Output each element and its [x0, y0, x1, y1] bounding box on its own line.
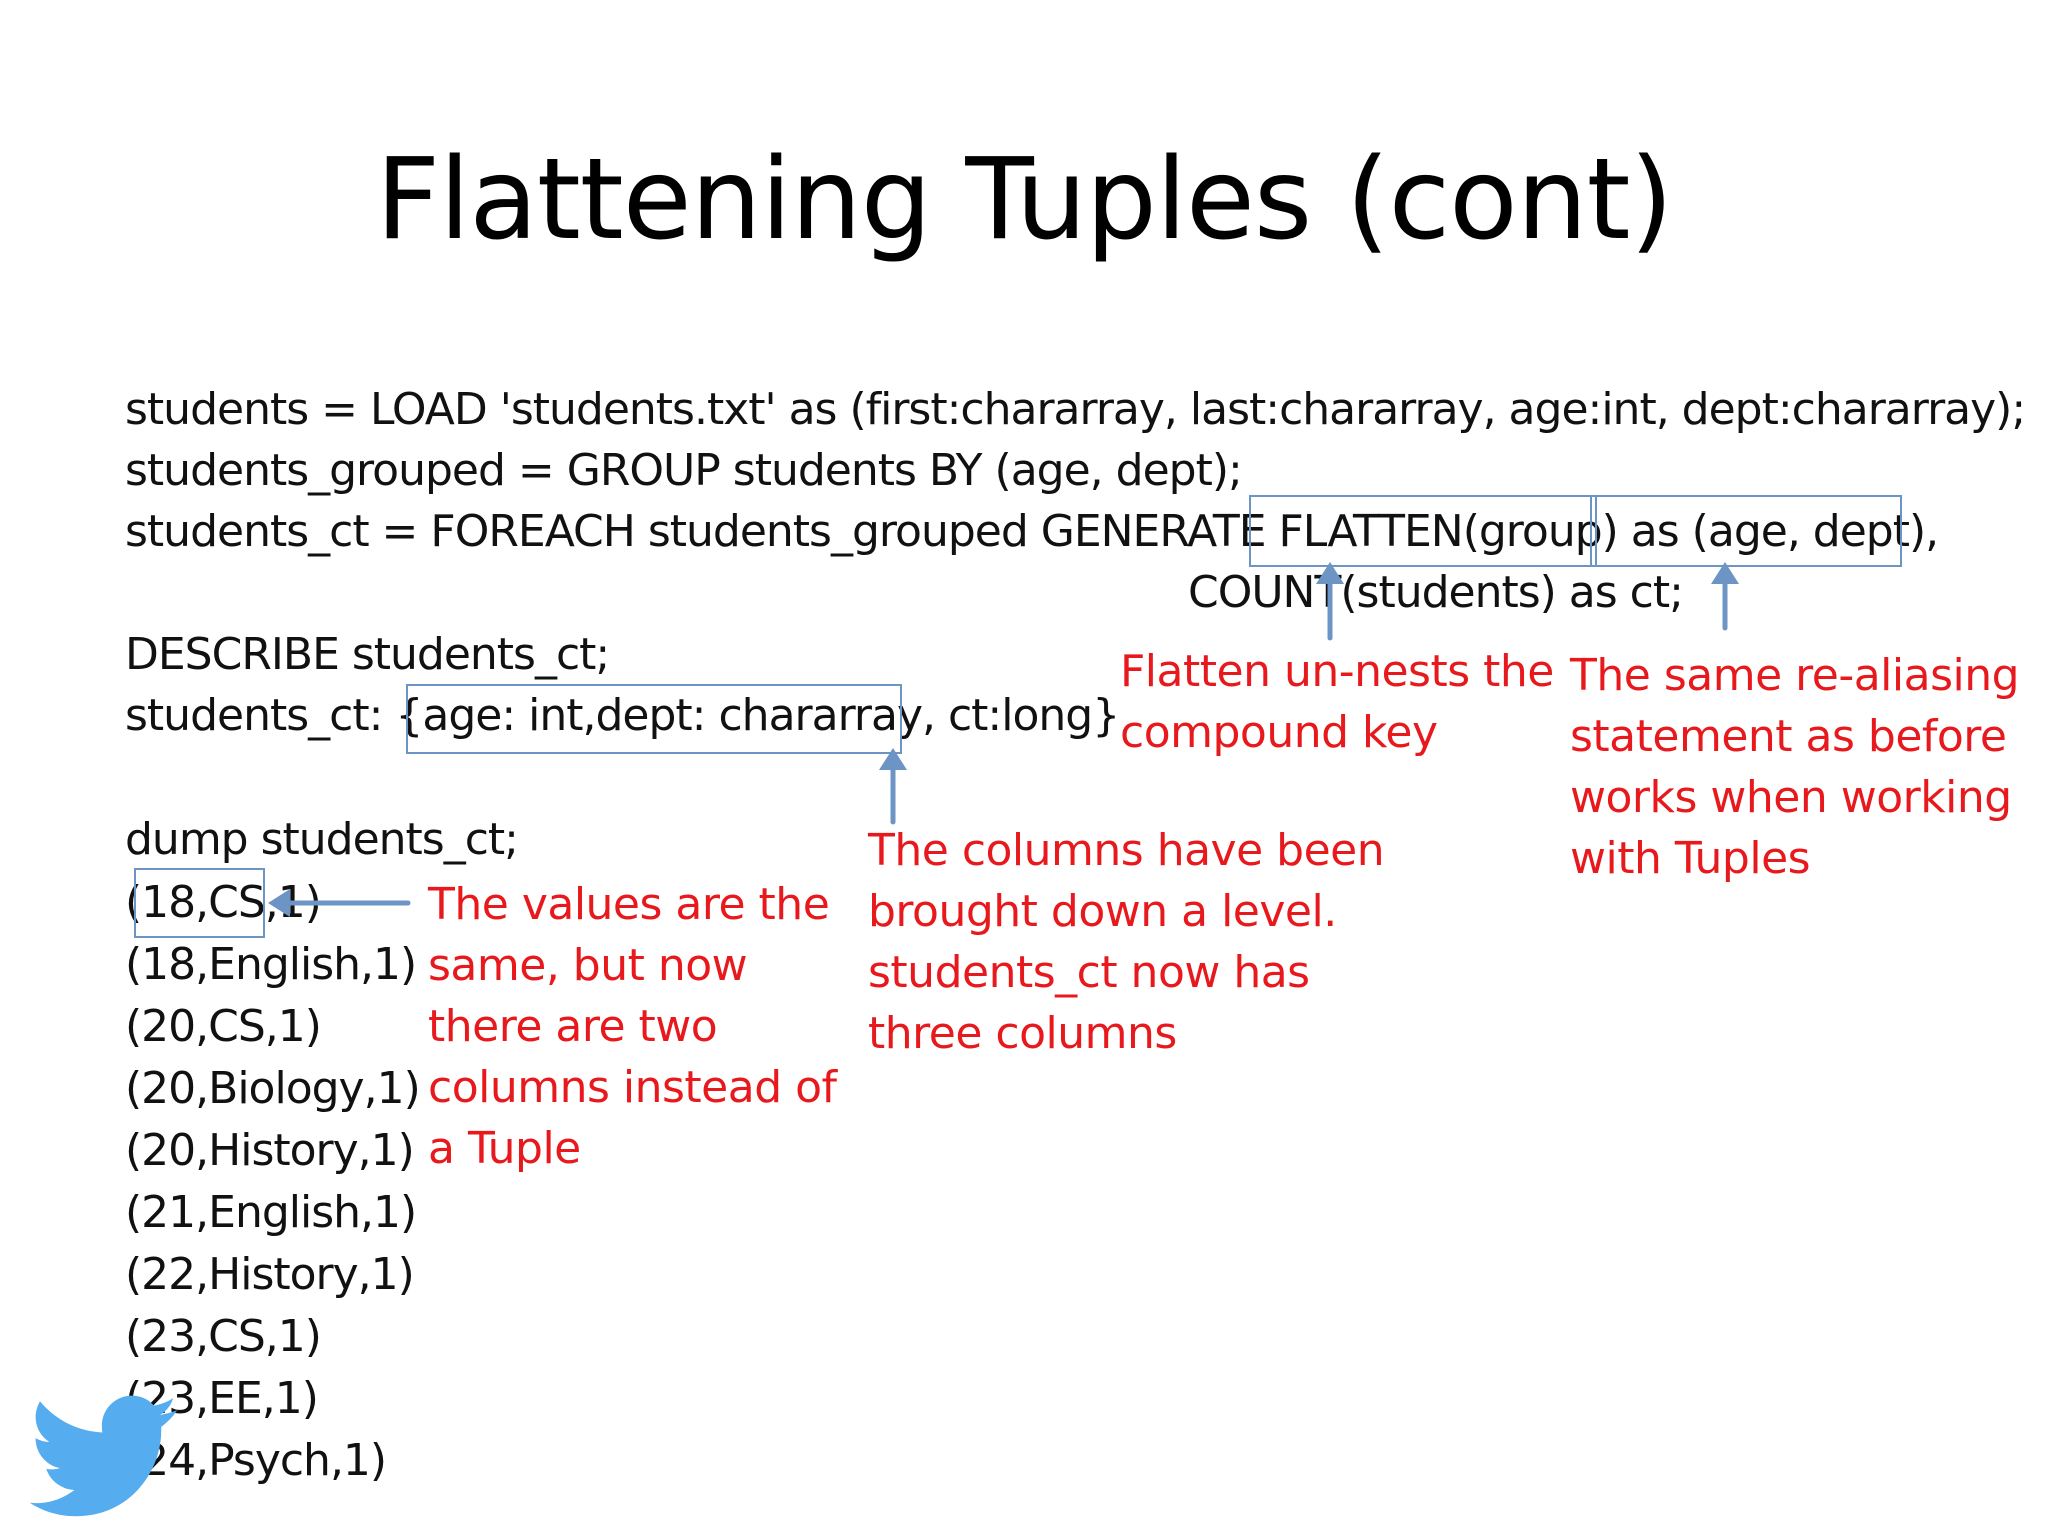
columns-annotation-line: brought down a level.	[868, 886, 1337, 937]
flatten-annotation-line: compound key	[1120, 707, 1438, 758]
dump-row: (18,English,1)	[125, 939, 417, 990]
values-annotation: The values are the same, but now there a…	[428, 874, 837, 1179]
dump-row: (24,Psych,1)	[125, 1435, 387, 1486]
realias-annotation-line: with Tuples	[1570, 833, 1811, 884]
twitter-bird-icon	[30, 1395, 178, 1517]
columns-annotation-line: three columns	[868, 1008, 1177, 1059]
realias-annotation-line: The same re-aliasing	[1570, 650, 2020, 701]
code-line-dump: dump students_ct;	[125, 814, 519, 865]
values-annotation-line: columns instead of	[428, 1062, 837, 1113]
slide-title: Flattening Tuples (cont)	[375, 135, 1674, 265]
first-row-values-highlight-box	[134, 868, 265, 938]
realias-annotation-line: works when working	[1570, 772, 2012, 823]
code-line-count: COUNT(students) as ct;	[1188, 567, 1684, 618]
realias-annotation-line: statement as before	[1570, 711, 2007, 762]
dump-row: (21,English,1)	[125, 1187, 417, 1238]
dump-row: (20,CS,1)	[125, 1001, 322, 1052]
values-annotation-line: same, but now	[428, 940, 748, 991]
realias-annotation: The same re-aliasing statement as before…	[1570, 645, 2020, 889]
columns-annotation-line: students_ct now has	[868, 947, 1310, 998]
flatten-group-highlight-box	[1249, 495, 1597, 567]
code-line-load: students = LOAD 'students.txt' as (first…	[125, 384, 2026, 435]
code-line-schema: students_ct: {age: int,dept: chararray, …	[125, 690, 1120, 741]
dump-row: (22,History,1)	[125, 1249, 415, 1300]
values-annotation-line: a Tuple	[428, 1123, 581, 1174]
alias-highlight-box	[1590, 495, 1902, 567]
columns-annotation-line: The columns have been	[868, 825, 1385, 876]
code-line-foreach: students_ct = FOREACH students_grouped G…	[125, 506, 1939, 557]
values-annotation-line: there are two	[428, 1001, 718, 1052]
columns-annotation: The columns have been brought down a lev…	[868, 820, 1385, 1064]
dump-row: (20,Biology,1)	[125, 1063, 421, 1114]
flatten-annotation-line: Flatten un-nests the	[1120, 646, 1554, 697]
code-line-describe: DESCRIBE students_ct;	[125, 629, 610, 680]
values-annotation-line: The values are the	[428, 879, 830, 930]
flatten-annotation: Flatten un-nests the compound key	[1120, 641, 1554, 763]
dump-row: (20,History,1)	[125, 1125, 415, 1176]
code-line-group: students_grouped = GROUP students BY (ag…	[125, 445, 1243, 496]
dump-row: (23,CS,1)	[125, 1311, 322, 1362]
schema-columns-highlight-box	[406, 684, 902, 754]
